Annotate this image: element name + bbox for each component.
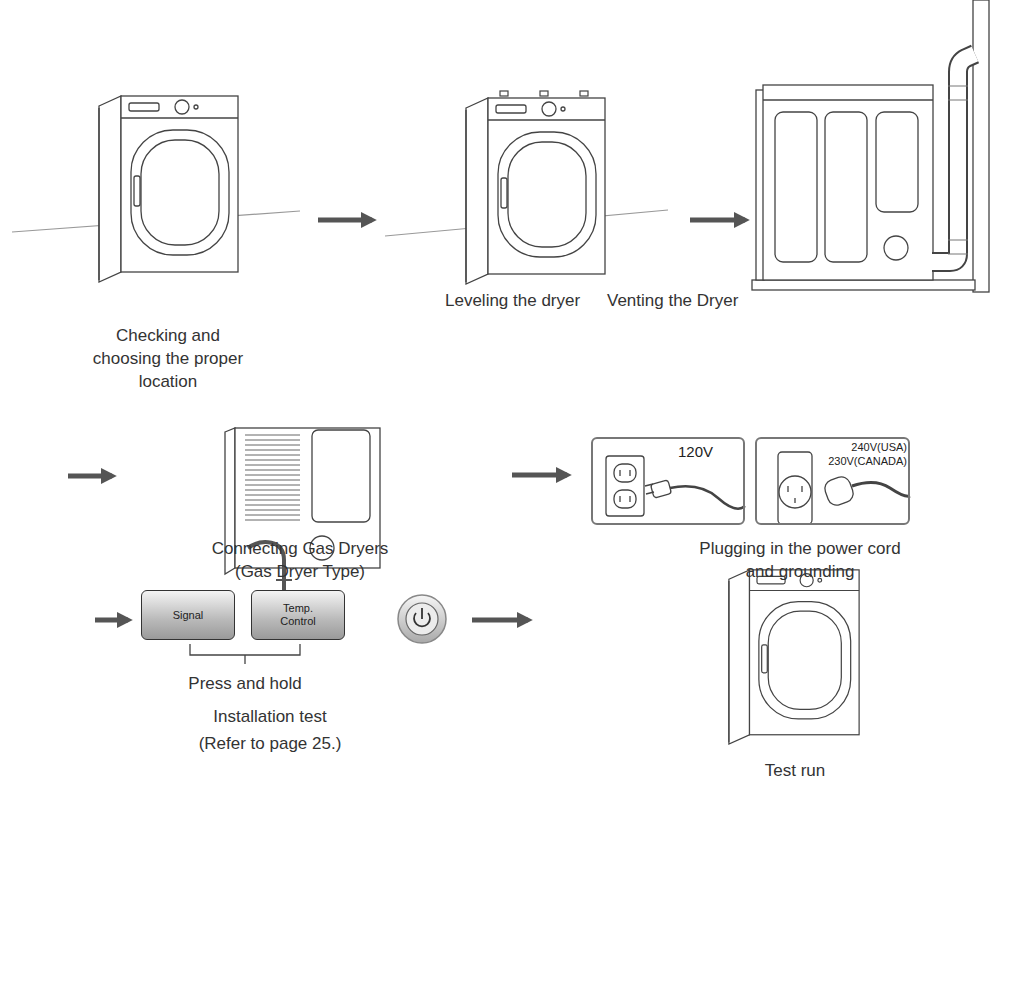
power-button-part [398, 595, 446, 643]
step-caption: Connecting Gas Dryers (Gas Dryer Type) [202, 537, 398, 583]
flow-arrow [690, 218, 745, 223]
outlet-120v-illustration-part [620, 470, 630, 502]
gas-connection-illustration-part [312, 430, 370, 522]
outlet-120v-illustration-part [614, 490, 636, 508]
outlet-120v-illustration [606, 456, 745, 516]
step-caption: Installation test (Refer to page 25.) [190, 703, 350, 757]
button-text: Signal [173, 609, 204, 622]
leveling-illustration-part-part [580, 91, 588, 96]
venting-illustration-part [932, 54, 975, 262]
button-text: Temp. Control [268, 602, 328, 628]
outlet-120v-illustration-part [645, 484, 654, 494]
instruction-label: Press and hold [180, 672, 310, 695]
venting-illustration-part [884, 236, 908, 260]
location-illustration-part [99, 96, 238, 282]
voltage-label: 240V(USA) 230V(CANADA) [827, 440, 907, 468]
step-caption: Venting the Dryer [607, 289, 767, 312]
outlet-240v-illustration-part [788, 486, 802, 503]
venting-illustration-part [775, 112, 817, 262]
step-venting: Venting the Dryer [745, 5, 990, 295]
step-power-cord: Plugging in the power cord and grounding… [567, 425, 920, 590]
flow-arrow [472, 618, 528, 623]
step-installation-test: Installation test (Refer to page 25.) Sig… [135, 585, 472, 760]
outlet-120v-illustration-part [614, 464, 636, 482]
flow-arrow [318, 218, 372, 223]
continuation-arrow [68, 476, 112, 477]
leveling-illustration-part-part [500, 91, 508, 96]
flow-arrow [512, 473, 567, 478]
press-bracket [190, 644, 300, 664]
outlet-panel: 120V [591, 437, 745, 525]
continuation-arrow [95, 620, 128, 621]
power-button [398, 595, 446, 643]
venting-illustration-part [763, 85, 933, 280]
venting-illustration-part [973, 0, 989, 292]
test-run-illustration-part [729, 570, 859, 744]
outlet-120v-illustration-part [670, 486, 745, 508]
venting-illustration-part [825, 112, 867, 262]
outlet-240v-illustration-part [852, 482, 910, 496]
step-caption: Checking and choosing the proper locatio… [84, 324, 252, 393]
outlet-240v-illustration-part [778, 452, 812, 524]
step-leveling: Leveling the dryer [372, 90, 690, 315]
test-run-illustration [729, 570, 859, 744]
outlet-panel: 240V(USA) 230V(CANADA) [755, 437, 910, 525]
step-caption: Leveling the dryer [445, 289, 605, 312]
step-caption: Plugging in the power cord and grounding [690, 537, 910, 583]
venting-illustration-part [932, 54, 975, 262]
step-caption: Test run [745, 759, 845, 782]
step-test-run: Test run [528, 560, 900, 785]
voltage-label: 120V [678, 443, 728, 461]
outlet-120v-illustration-part [606, 456, 644, 516]
venting-illustration-part [763, 99, 933, 100]
step-location: Checking and choosing the proper locatio… [90, 90, 318, 390]
location-illustration [12, 96, 300, 282]
control-button: Signal [141, 590, 235, 640]
power-button-part [406, 603, 438, 635]
leveling-illustration-part [500, 91, 588, 96]
venting-illustration-part [752, 280, 975, 290]
venting-illustration [752, 0, 989, 292]
leveling-illustration [385, 91, 668, 284]
step-gas: Connecting Gas Dryers (Gas Dryer Type) [125, 420, 512, 590]
gas-connection-illustration-part [245, 435, 300, 520]
button-label: Signal [142, 591, 234, 639]
continuation-arrow-part [68, 474, 112, 479]
leveling-illustration-part-part [540, 91, 548, 96]
button-label: Temp. Control [252, 591, 344, 639]
control-button: Temp. Control [251, 590, 345, 640]
outlet-120v-illustration-part [650, 480, 671, 498]
press-bracket-part [190, 644, 300, 664]
leveling-illustration-part [466, 98, 605, 284]
outlet-240v-illustration-part [779, 476, 811, 508]
venting-illustration-part [876, 112, 918, 212]
power-button-part [421, 608, 423, 619]
continuation-arrow-part [95, 618, 128, 623]
venting-illustration-part [948, 86, 968, 254]
outlet-240v-illustration-part [822, 474, 855, 507]
